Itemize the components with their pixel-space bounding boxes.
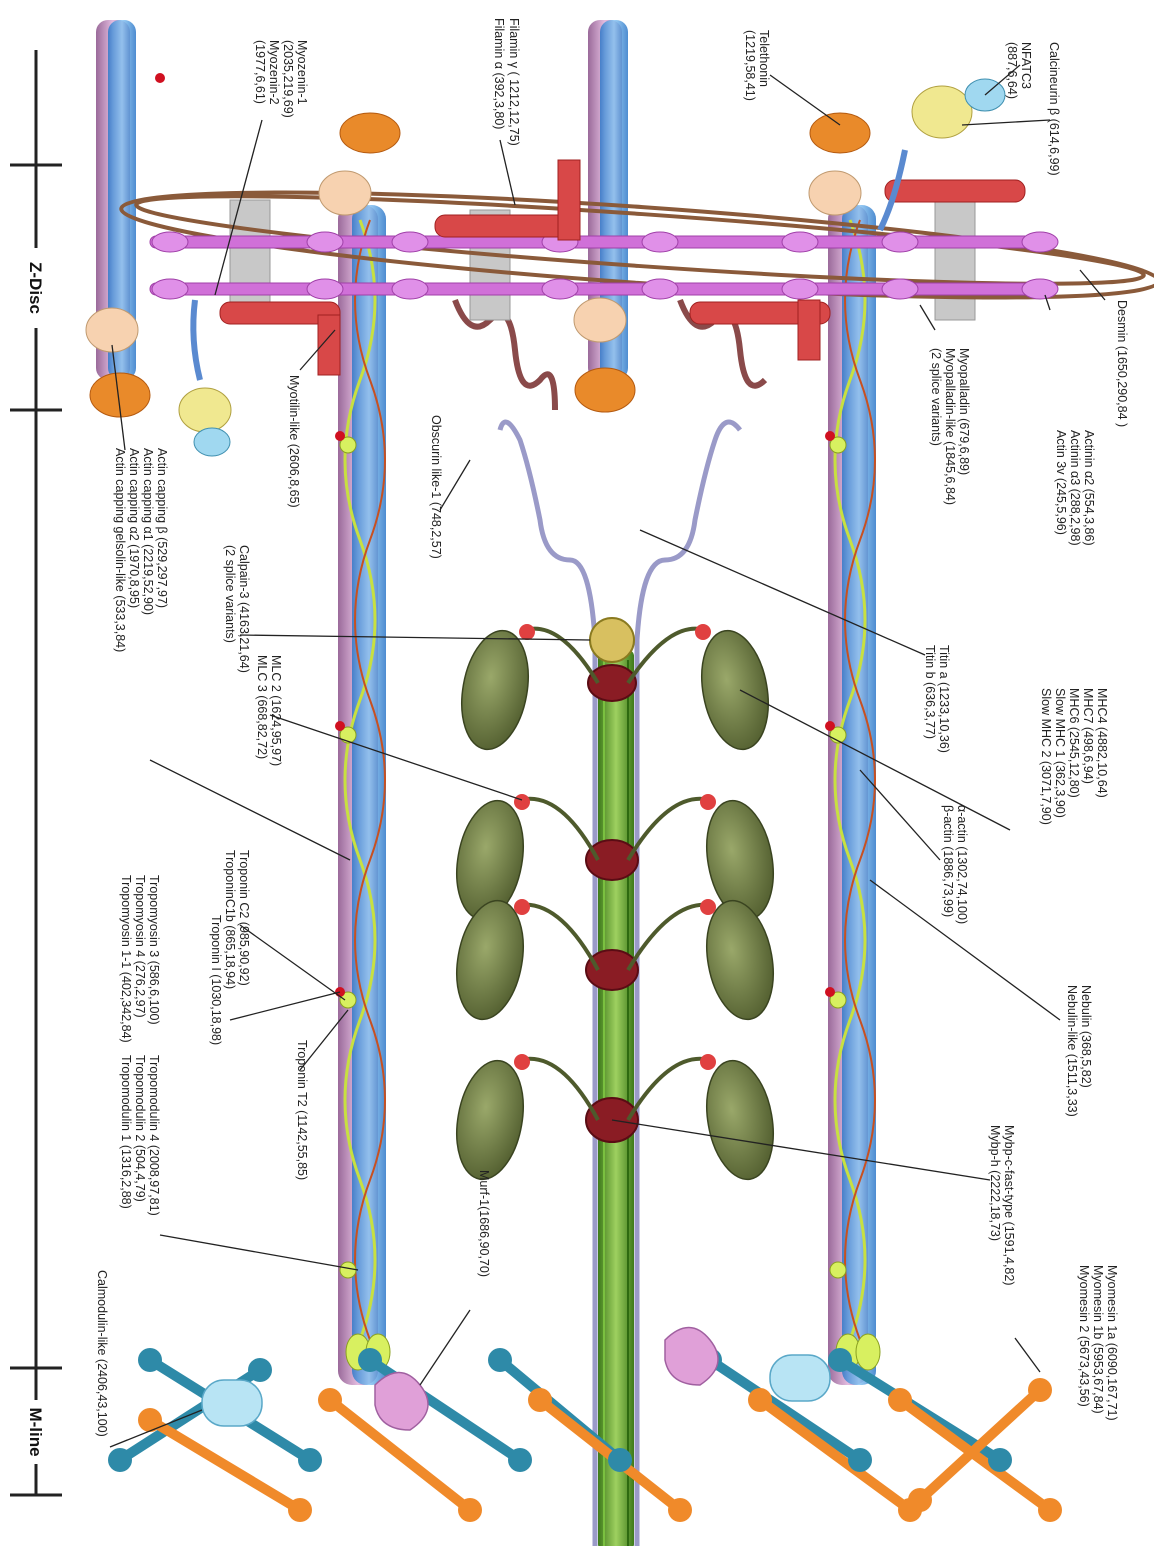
label-tropomyosin4: Tropomyosin 4 (276,2,97) — [133, 875, 147, 1018]
label-obscurin: Obscurin like-1 (748,2,57) — [429, 415, 443, 559]
label-mybpc: Mybp-c-fast-type (1591,4,82) — [1002, 1125, 1016, 1286]
myomesin-network — [108, 1348, 1062, 1522]
label-myomesin1b: Myomesin 1b (5953,67,84) — [1091, 1265, 1105, 1414]
label-calcineurin: Calcineurin β (614,6,99) — [1047, 42, 1061, 176]
label-myozenin1-value: (2035,219,69) — [281, 40, 295, 118]
label-slow-mhc1: Slow MHC 1 (362,3,90) — [1053, 688, 1067, 818]
label-calpain: Calpain-3 (4163,21,64) — [237, 545, 251, 673]
label-myozenin1: Myozenin-1 — [295, 40, 309, 105]
label-tropomodulin2: Tropomodulin 2 (504,4,79) — [133, 1055, 147, 1202]
label-mlc3: MLC 3 (668,82,72) — [255, 655, 269, 759]
label-calmodulin: Calmodulin-like (2406,43,100) — [95, 1270, 109, 1437]
label-myotilin: Myotilin-like (2606,8,65) — [287, 375, 301, 508]
label-slow-mhc2: Slow MHC 2 (3071,7,90) — [1039, 688, 1053, 825]
label-b-actin: β-actin (1886,73,99) — [941, 805, 955, 917]
label-a-actin: α-actin (1302,74,100) — [955, 805, 969, 924]
label-mhc6: MHC6 (2545,12,80) — [1067, 688, 1081, 798]
label-troponin-c1b: TroponinC1b (865,18,94) — [223, 850, 237, 989]
label-myopalladin: Myopalladin (679,6,89) — [957, 348, 971, 475]
label-titin-a: Titin a (1233,10,36) — [937, 645, 951, 753]
label-filamin-g: Filamin γ ( 1212,12,75) — [507, 18, 521, 146]
murf-tulips — [375, 1328, 718, 1431]
z-disc-label: Z-Disc — [26, 262, 45, 314]
m-line-label: M-line — [26, 1407, 45, 1456]
label-mhc7: MHC7 (498,6,94) — [1081, 688, 1095, 784]
label-telethonin: Telethonin — [757, 30, 771, 87]
label-troponin-c2: Troponin C2 (985,90,92) — [237, 850, 251, 986]
label-troponin-i: Troponin I (1030,18,98) — [209, 915, 223, 1045]
label-nfatc3-value: (887,6,64) — [1005, 42, 1019, 99]
label-calpain-splice: (2 splice variants) — [223, 545, 237, 643]
label-telethonin-value: (1219,58,41) — [743, 30, 757, 101]
label-desmin: Desmin (1650,290,84 ) — [1115, 300, 1129, 427]
label-troponin-t2: Troponin T2 (1142,55,85) — [295, 1040, 309, 1180]
label-murf: Murf-1(1686,90,70) — [477, 1170, 491, 1277]
label-actin-3v: Actin 3v (245,5,96) — [1054, 430, 1068, 535]
label-tropomyosin1: Tropomyosin 1-1 (402,342,84) — [119, 875, 133, 1043]
label-nebulin-like: Nebulin-like (1511,3,33) — [1065, 985, 1079, 1117]
label-capping-gelsolin: Actin capping gelsolin-like (533,3,84) — [113, 448, 127, 652]
label-actinin-a2: Actinin α2 (554,3,86) — [1082, 430, 1096, 546]
label-filamin-a: Filamin α (392,3,80) — [492, 18, 506, 129]
label-capping-a1: Actin capping α1 (2219,52,90) — [141, 448, 155, 615]
label-myozenin2-value: (1977,6,61) — [253, 40, 267, 104]
label-mhc4: MHC4 (4882,10,64) — [1095, 688, 1109, 798]
calmodulin-capsules — [202, 1355, 830, 1426]
label-capping-a2: Actin capping α2 (1970,8,95) — [127, 448, 141, 608]
label-tropomodulin1: Tropomodulin 1 (1316,2,88) — [119, 1055, 133, 1209]
label-mybph: Mybp-h (2222,18,73) — [988, 1125, 1002, 1241]
label-myopalladin-splice: (2 splice variants) — [929, 348, 943, 446]
region-axis: Z-Disc M-line — [10, 50, 62, 1495]
label-tropomodulin4: Tropomodulin 4 (2008,97,81) — [147, 1055, 161, 1216]
thin-filament-right — [828, 205, 876, 1385]
label-titin-b: Titin b (636,3,77) — [923, 645, 937, 739]
label-capping-b: Actin capping β (529,297,97) — [155, 448, 169, 608]
label-myomesin1a: Myomesin 1a (6090,167,71) — [1105, 1265, 1119, 1421]
label-myozenin2: Myozenin-2 — [267, 40, 281, 105]
label-myopalladin-like: Myopalladin-like (1845,6,84) — [943, 348, 957, 505]
calpain-ball — [590, 618, 634, 662]
label-nebulin: Nebulin (368,5,82) — [1079, 985, 1093, 1088]
thin-filament-left — [338, 205, 386, 1385]
label-tropomyosin3: Tropomyosin 3 (586,6,100) — [147, 875, 161, 1025]
label-mlc2: MLC 2 (1624,95,97) — [269, 655, 283, 766]
label-nfatc3: NFATC3 — [1019, 42, 1033, 89]
label-myomesin2: Myomesin 2 (5673,43,56) — [1077, 1265, 1091, 1407]
label-actinin-a3: Actinin α3 (288,2,98) — [1068, 430, 1082, 546]
